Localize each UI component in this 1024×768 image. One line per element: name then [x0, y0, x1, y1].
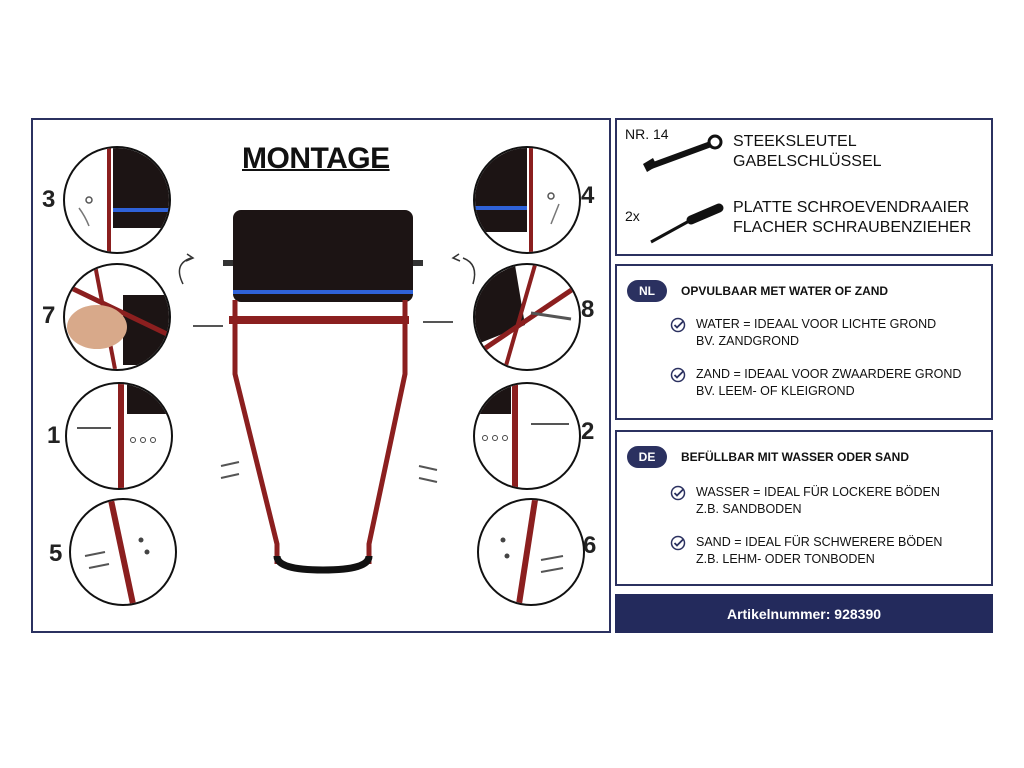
step-number-1: 1 — [47, 422, 61, 449]
step-4-illustration — [473, 146, 581, 254]
step-5-illustration — [69, 498, 177, 606]
nl-sand-text: ZAND = IDEAAL VOOR ZWAARDERE GROND — [696, 367, 962, 381]
step-number-2: 2 — [581, 418, 595, 445]
step-3-illustration — [63, 146, 171, 254]
wrench-icon — [643, 134, 723, 172]
step-number-6: 6 — [583, 532, 597, 559]
step-number-7: 7 — [42, 302, 56, 329]
screwdriver-label-de: FLACHER SCHRAUBENZIEHER — [733, 219, 972, 236]
screwdriver-count-tag: 2x — [625, 208, 640, 224]
screwdriver-label-nl: PLATTE SCHROEVENDRAAIER — [733, 199, 970, 216]
de-heading: BEFÜLLBAR MIT WASSER ODER SAND — [681, 450, 909, 464]
nl-water-example: BV. ZANDGROND — [696, 334, 800, 348]
step-1-illustration — [65, 382, 173, 490]
assembly-title: MONTAGE — [242, 142, 390, 175]
checkmark-icon — [670, 317, 686, 333]
step-6-illustration — [477, 498, 585, 606]
tools-panel: NR. 14 STEEKSLEUTEL GABELSCHLÜSSEL 2x PL… — [615, 118, 993, 256]
wrench-label-de: GABELSCHLÜSSEL — [733, 153, 882, 170]
checkmark-icon — [670, 485, 686, 501]
step-8-illustration — [473, 263, 581, 371]
checkmark-icon — [670, 535, 686, 551]
screwdriver-labels: PLATTE SCHROEVENDRAAIER FLACHER SCHRAUBE… — [733, 198, 971, 238]
step-number-4: 4 — [581, 182, 595, 209]
nl-water-text: WATER = IDEAAL VOOR LICHTE GROND — [696, 317, 937, 331]
wrench-label-nl: STEEKSLEUTEL — [733, 133, 857, 150]
language-badge-nl: NL — [627, 280, 667, 302]
de-water-example: Z.B. SANDBODEN — [696, 502, 802, 516]
assembly-panel: MONTAGE 3 7 1 5 — [31, 118, 611, 633]
lawn-roller-illustration — [178, 210, 476, 574]
nl-heading: OPVULBAAR MET WATER OF ZAND — [681, 284, 889, 298]
screwdriver-icon — [650, 203, 724, 244]
language-badge-de: DE — [627, 446, 667, 468]
step-number-3: 3 — [42, 186, 56, 213]
dutch-info-panel: NL OPVULBAAR MET WATER OF ZAND WATER = I… — [615, 264, 993, 420]
article-number-bar: Artikelnummer: 928390 — [615, 594, 993, 633]
step-number-5: 5 — [49, 540, 63, 567]
nl-sand-example: BV. LEEM- OF KLEIGROND — [696, 384, 855, 398]
step-2-illustration — [473, 382, 581, 490]
article-number-label: Artikelnummer: 928390 — [726, 605, 882, 622]
wrench-labels: STEEKSLEUTEL GABELSCHLÜSSEL — [733, 132, 882, 172]
german-info-panel: DE BEFÜLLBAR MIT WASSER ODER SAND WASSER… — [615, 430, 993, 586]
de-sand-text: SAND = IDEAL FÜR SCHWERERE BÖDEN — [696, 535, 943, 549]
step-7-illustration — [63, 263, 171, 371]
de-water-text: WASSER = IDEAL FÜR LOCKERE BÖDEN — [696, 485, 940, 499]
wrench-size-tag: NR. 14 — [625, 126, 669, 142]
de-sand-example: Z.B. LEHM- ODER TONBODEN — [696, 552, 875, 566]
step-number-8: 8 — [581, 296, 595, 323]
checkmark-icon — [670, 367, 686, 383]
